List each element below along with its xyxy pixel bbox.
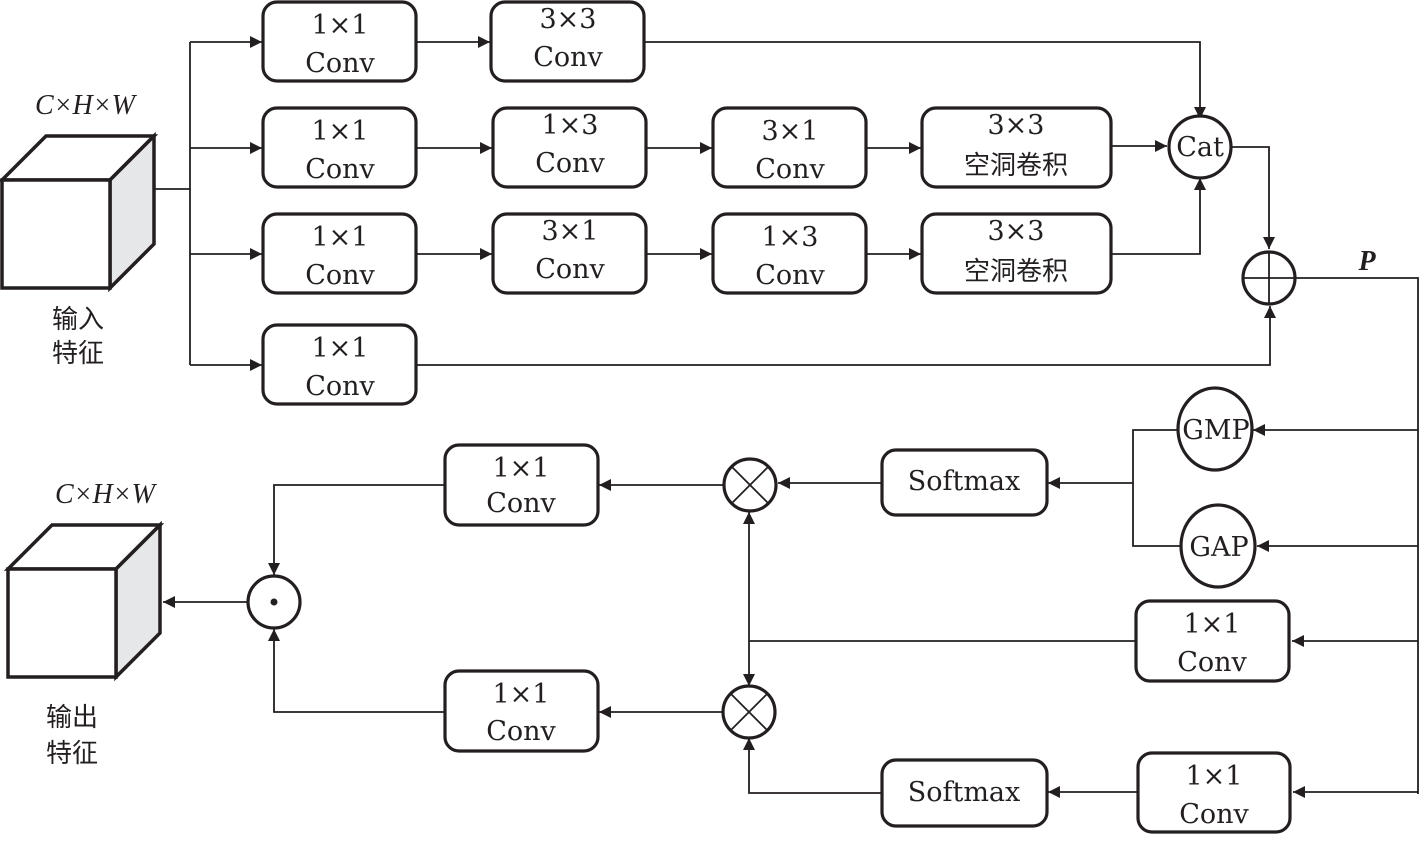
attn-conv-bottom-line2: Conv bbox=[1179, 799, 1249, 830]
b3-conv1-line2: Conv bbox=[305, 260, 375, 291]
b3-conv3-line2: Conv bbox=[755, 260, 825, 291]
softmax-top-box: Softmax bbox=[880, 448, 1049, 517]
hadamard-node bbox=[246, 574, 302, 630]
gap-node: GAP bbox=[1179, 503, 1257, 589]
branch-2: 1×1 Conv 1×3 Conv 3×1 Conv 3×3 空洞卷积 bbox=[261, 106, 1167, 189]
attn-conv-mid-box: 1×1 Conv bbox=[1134, 599, 1291, 683]
out-conv-bottom-line2: Conv bbox=[486, 716, 556, 747]
out-conv-bottom-box: 1×1 Conv bbox=[443, 669, 600, 753]
gmp-label: GMP bbox=[1182, 415, 1249, 446]
b1-conv3x3-box: 3×3 Conv bbox=[489, 0, 646, 83]
b2-conv3x1-box: 3×1 Conv bbox=[711, 106, 868, 189]
b3-conv1x1-box: 1×1 Conv bbox=[261, 212, 418, 295]
input-dims-label: C×H×W bbox=[35, 90, 138, 121]
attn-conv-mid-line1: 1×1 bbox=[1184, 609, 1241, 640]
mult-node-bottom bbox=[721, 684, 777, 740]
mult-node-top bbox=[722, 457, 778, 513]
input-trunk-lines bbox=[154, 36, 262, 371]
out-conv-top-line2: Conv bbox=[486, 488, 556, 519]
b1-conv1-line2: Conv bbox=[305, 48, 375, 79]
branch-3: 1×1 Conv 3×1 Conv 1×3 Conv 3×3 空洞卷积 bbox=[261, 178, 1206, 295]
output-label-line2: 特征 bbox=[46, 739, 98, 769]
cube-front-face bbox=[6, 567, 118, 679]
b1-conv1-line1: 1×1 bbox=[312, 10, 369, 41]
b2-conv1x1-box: 1×1 Conv bbox=[261, 106, 418, 189]
b2-conv1x3-box: 1×3 Conv bbox=[491, 106, 648, 189]
cat-node: Cat bbox=[1167, 114, 1233, 180]
softmax-top-label: Softmax bbox=[908, 466, 1021, 497]
softmax-bottom-box: Softmax bbox=[880, 758, 1049, 828]
out-conv-bottom-line1: 1×1 bbox=[493, 679, 550, 710]
p-trunk-lines bbox=[1253, 277, 1419, 798]
attn-conv-bottom-line1: 1×1 bbox=[1186, 761, 1243, 792]
b3-conv4-line1: 3×3 bbox=[988, 216, 1045, 247]
b4-conv1-line1: 1×1 bbox=[312, 333, 369, 364]
b2-conv2-line1: 1×3 bbox=[542, 110, 599, 141]
softmax-bottom-label: Softmax bbox=[908, 777, 1021, 808]
b4-conv1x1-box: 1×1 Conv bbox=[261, 323, 418, 406]
output-feature-cube: C×H×W 输出 特征 bbox=[3, 479, 165, 769]
b2-conv3-line1: 3×1 bbox=[762, 116, 819, 147]
b3-dilated-conv-box: 3×3 空洞卷积 bbox=[920, 212, 1113, 295]
b4-conv1-line2: Conv bbox=[305, 371, 375, 402]
b2-conv4-line1: 3×3 bbox=[988, 110, 1045, 141]
attn-conv-mid-line2: Conv bbox=[1177, 647, 1247, 678]
times-icon-b bbox=[730, 693, 768, 731]
b3-conv3x1-box: 3×1 Conv bbox=[491, 212, 648, 295]
input-feature-cube: C×H×W 输入 特征 bbox=[0, 90, 159, 369]
attn-mid-lines bbox=[743, 512, 1136, 686]
out-merge-lines bbox=[268, 484, 445, 713]
b3-conv1-line1: 1×1 bbox=[312, 222, 369, 253]
cat-label: Cat bbox=[1176, 132, 1224, 163]
branch-4: 1×1 Conv bbox=[261, 306, 1276, 406]
output-label-line1: 输出 bbox=[46, 703, 98, 733]
b3-conv2-line2: Conv bbox=[535, 254, 605, 285]
b1-conv1x1-box: 1×1 Conv bbox=[261, 0, 418, 83]
input-label-line1: 输入 bbox=[52, 305, 104, 335]
attn-conv-bottom-box: 1×1 Conv bbox=[1136, 751, 1292, 834]
branch-1: 1×1 Conv 3×3 Conv bbox=[261, 0, 1206, 119]
times-icon-b bbox=[731, 466, 769, 504]
output-dims-label: C×H×W bbox=[55, 479, 158, 510]
b2-conv4-line2: 空洞卷积 bbox=[964, 151, 1068, 181]
sum-node bbox=[1241, 250, 1297, 306]
b3-conv1x3-box: 1×3 Conv bbox=[711, 212, 868, 295]
input-label-line2: 特征 bbox=[52, 339, 104, 369]
b2-conv1-line1: 1×1 bbox=[312, 116, 369, 147]
out-conv-top-line1: 1×1 bbox=[493, 453, 550, 484]
dot-icon bbox=[270, 598, 278, 606]
gmp-node: GMP bbox=[1176, 386, 1254, 472]
b3-conv3-line1: 1×3 bbox=[762, 222, 819, 253]
b2-conv2-line2: Conv bbox=[535, 148, 605, 179]
b2-conv3-line2: Conv bbox=[755, 154, 825, 185]
b2-conv1-line2: Conv bbox=[305, 154, 375, 185]
out-conv-top-box: 1×1 Conv bbox=[443, 443, 600, 527]
b1-conv2-line1: 3×3 bbox=[540, 4, 597, 35]
b1-conv2-line2: Conv bbox=[533, 42, 603, 73]
b3-conv4-line2: 空洞卷积 bbox=[964, 257, 1068, 287]
gap-label: GAP bbox=[1189, 532, 1248, 563]
cube-front-face bbox=[0, 178, 112, 290]
b2-dilated-conv-box: 3×3 空洞卷积 bbox=[920, 106, 1113, 189]
p-feature-label: P bbox=[1357, 246, 1376, 277]
b3-conv2-line1: 3×1 bbox=[542, 216, 599, 247]
pool-merge-lines bbox=[1048, 429, 1181, 547]
